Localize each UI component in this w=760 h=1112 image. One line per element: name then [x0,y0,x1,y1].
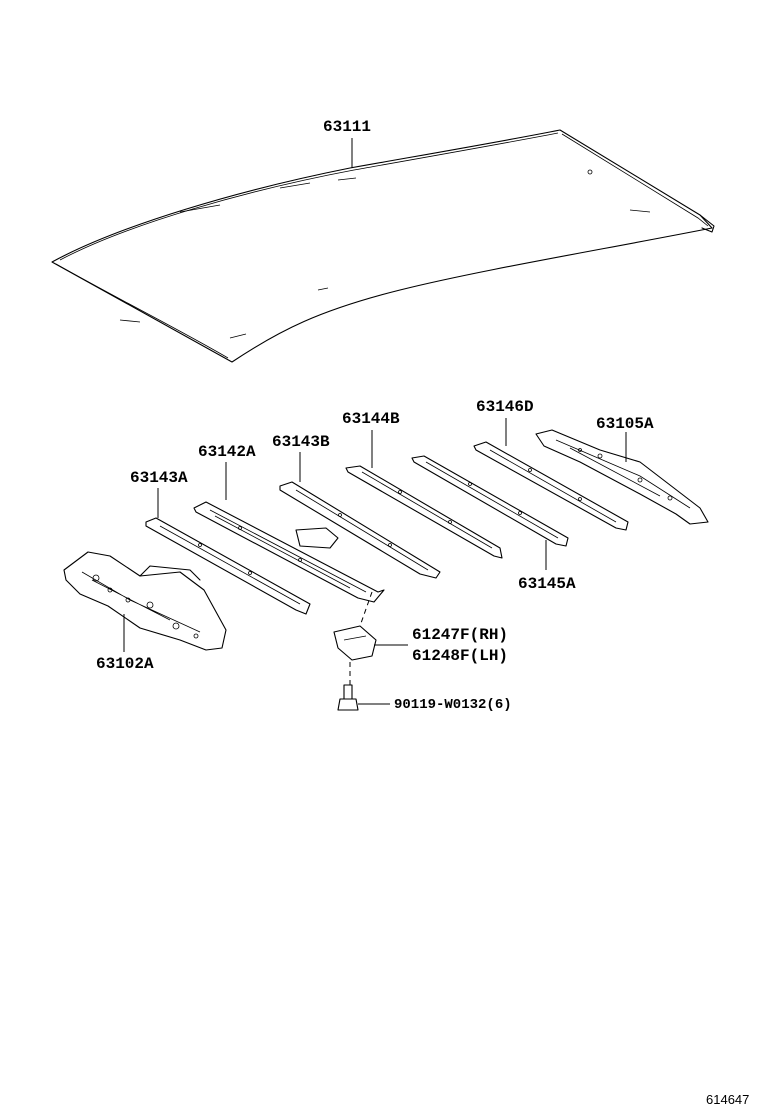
label-63111: 63111 [323,118,371,136]
label-63146d: 63146D [476,398,534,416]
roof-bow-63142a [193,501,385,603]
rear-header-63105a [535,429,709,525]
label-90119-w0132: 90119-W0132(6) [394,697,512,713]
roof-bow-63145a [411,455,569,547]
roof-bow-63143a [145,517,311,615]
front-header-63102a [63,551,227,651]
roof-panel [51,129,715,363]
label-61248f-lh: 61248F(LH) [412,647,508,665]
label-61247f-rh: 61247F(RH) [412,626,508,644]
diagram-code: 614647 [706,1092,749,1107]
label-63102a: 63102A [96,655,154,673]
label-63143a: 63143A [130,469,188,487]
label-63145a: 63145A [518,575,576,593]
dashed-line-bracket [359,591,373,627]
label-63143b: 63143B [272,433,330,451]
roof-bow-63146d [473,441,629,531]
label-63105a: 63105A [596,415,654,433]
label-63142a: 63142A [198,443,256,461]
roof-bracket [333,625,377,661]
roof-bow-63144b [345,465,503,559]
bolt [337,684,359,711]
roof-bow-63143b [279,481,441,579]
label-63144b: 63144B [342,410,400,428]
